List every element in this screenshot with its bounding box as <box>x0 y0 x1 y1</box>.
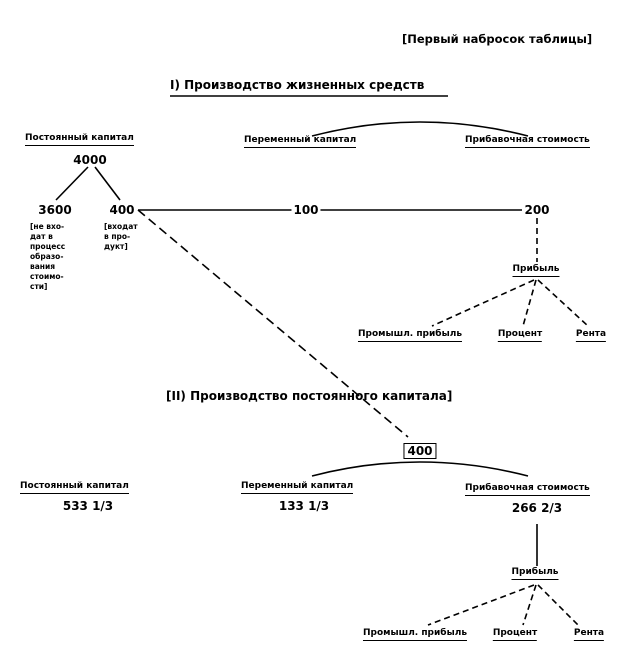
section1-header-arc <box>311 121 529 137</box>
section2-constant-capital-label: Постоянный капитал <box>20 482 129 494</box>
section1-split-right-note: [входат в про- дукт] <box>104 222 138 251</box>
edge2-profit-to-rent <box>537 584 579 626</box>
section1-title: I) Производство жизненных средств <box>170 78 425 92</box>
section1-profit-branch-interest: Процент <box>497 330 543 342</box>
section1-split-left-value: 3600 <box>38 203 72 217</box>
section2-header-arc <box>311 461 529 477</box>
section2-title: [II) Производство постоянного капитала] <box>166 389 453 403</box>
section1-constant-capital-value: 4000 <box>73 153 107 167</box>
edge2-profit-to-interest <box>522 584 537 626</box>
edge-400-to-section2 <box>137 209 409 438</box>
page-title: [Первый набросок таблицы] <box>402 32 593 46</box>
section2-profit-branch-rent: Рента <box>573 629 605 641</box>
edge2-profit-to-industrial <box>427 584 535 626</box>
section2-profit-branch-industrial: Промышл. прибыль <box>362 629 468 641</box>
edge-profit-to-rent <box>537 279 589 327</box>
section1-profit-branch-industrial: Промышл. прибыль <box>357 330 463 342</box>
section2-constant-capital-value: 533 1/3 <box>62 499 114 513</box>
edge-4000-to-3600 <box>55 166 89 201</box>
section2-variable-capital-value: 133 1/3 <box>278 499 330 513</box>
edge-4000-to-400 <box>94 166 121 201</box>
section2-profit-branch-interest: Процент <box>492 629 538 641</box>
section2-variable-capital-label: Переменный капитал <box>241 482 354 494</box>
section1-surplus-value-value: 200 <box>522 203 552 217</box>
section1-variable-capital-value: 100 <box>291 203 321 217</box>
section1-constant-capital-label: Постоянный капитал <box>25 134 134 146</box>
section1-profit-branch-rent: Рента <box>575 330 607 342</box>
section1-split-left-note: [не вхо- дат в процесс образо- вания сто… <box>30 222 66 291</box>
section1-profit-label: Прибыль <box>512 265 560 277</box>
section1-variable-capital-label: Переменный капитал <box>244 136 357 148</box>
section2-profit-label: Прибыль <box>511 568 559 580</box>
section2-surplus-value-value: 266 2/3 <box>511 501 563 515</box>
edge-profit-to-industrial <box>431 279 535 327</box>
section2-surplus-value-label: Прибавочная стоимость <box>465 484 590 496</box>
section2-input-value: 400 <box>403 443 437 459</box>
edge-profit-to-interest <box>522 279 537 327</box>
section1-surplus-value-label: Прибавочная стоимость <box>465 136 590 148</box>
section1-split-right-value: 400 <box>109 203 135 217</box>
